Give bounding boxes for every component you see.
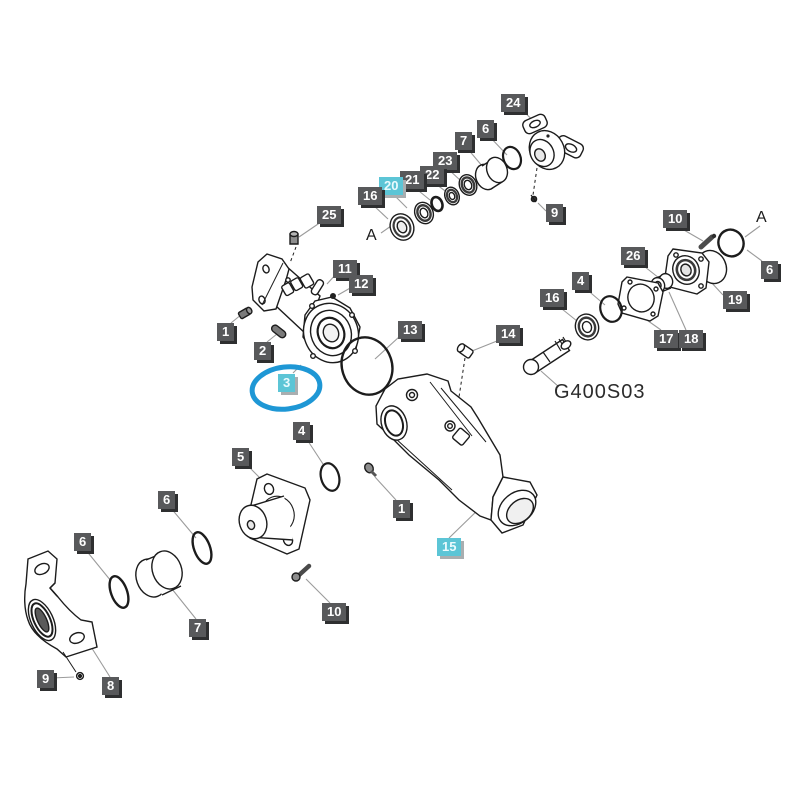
part-label-5: 5 [232, 448, 250, 466]
part-label-20: 20 [379, 177, 404, 195]
plug-part [456, 343, 474, 359]
flange-part [664, 248, 728, 295]
ball-part [330, 293, 336, 299]
part-label-24: 24 [501, 94, 526, 112]
upper-driveline-parts [389, 113, 585, 241]
part-label-21: 21 [400, 171, 425, 189]
part-label-4: 4 [293, 422, 311, 440]
part-label-10: 10 [322, 603, 347, 621]
coupler-assembly [238, 462, 378, 582]
part-label-6: 6 [158, 491, 176, 509]
bolt-part [698, 233, 717, 250]
o-ring [430, 195, 444, 213]
fastener-part [75, 671, 85, 681]
o-ring [501, 145, 523, 171]
part-label-16: 16 [540, 289, 565, 307]
part-label-19: 19 [723, 291, 748, 309]
gasket-part [617, 276, 664, 322]
bearing-part [458, 174, 478, 196]
part-label-26: 26 [621, 247, 646, 265]
coupler-part [238, 473, 311, 555]
part-label-9: 9 [37, 670, 55, 688]
part-label-6: 6 [761, 261, 779, 279]
part-label-4: 4 [572, 272, 590, 290]
part-label-1: 1 [393, 500, 411, 518]
part-label-10: 10 [663, 210, 688, 228]
plug-bolt-part [289, 230, 299, 245]
bracket-part [23, 550, 98, 673]
pin-part [270, 324, 287, 339]
o-ring [108, 575, 130, 609]
reference-letter-A: A [756, 209, 767, 226]
o-ring [191, 531, 213, 565]
bolt-part [364, 462, 378, 478]
part-label-23: 23 [433, 152, 458, 170]
part-code-text: G400S03 [554, 381, 646, 403]
part-label-7: 7 [455, 132, 473, 150]
o-ring [717, 228, 745, 258]
right-flange-assembly [456, 228, 745, 376]
part-label-11: 11 [333, 260, 357, 278]
part-label-25: 25 [317, 206, 342, 224]
seal-part [574, 313, 600, 341]
part-label-1: 1 [217, 323, 235, 341]
part-label-16: 16 [358, 187, 383, 205]
pin-part [310, 279, 325, 296]
yoke-bolt [530, 194, 538, 203]
bushing-part [135, 550, 183, 598]
part-label-15: 15 [437, 538, 462, 556]
o-ring [599, 295, 623, 323]
bolt-part [291, 563, 312, 582]
part-label-14: 14 [496, 325, 521, 343]
yoke-part [522, 113, 585, 171]
seal-part [413, 201, 435, 225]
part-label-12: 12 [349, 275, 374, 293]
part-label-7: 7 [189, 619, 207, 637]
part-label-17: 17 [654, 330, 679, 348]
bearing-part [443, 186, 461, 206]
splined-shaft-part [522, 336, 572, 376]
part-label-6: 6 [74, 533, 92, 551]
bracket-assembly [23, 531, 213, 681]
bearing-part [389, 213, 415, 241]
bolt-part [237, 306, 253, 320]
center-housing-part [237, 230, 394, 396]
part-label-6: 6 [477, 120, 495, 138]
o-ring [319, 462, 341, 492]
lower-housing-part [375, 373, 538, 534]
reference-letter-A: A [366, 227, 377, 244]
highlight-ellipse [249, 364, 323, 412]
part-label-8: 8 [102, 677, 120, 695]
part-label-9: 9 [546, 204, 564, 222]
bushing-part [474, 156, 509, 191]
part-label-2: 2 [254, 342, 272, 360]
part-label-3: 3 [278, 374, 296, 392]
o-ring-large [340, 336, 394, 396]
part-label-22: 22 [420, 166, 445, 184]
part-label-13: 13 [398, 321, 423, 339]
part-label-18: 18 [679, 330, 704, 348]
